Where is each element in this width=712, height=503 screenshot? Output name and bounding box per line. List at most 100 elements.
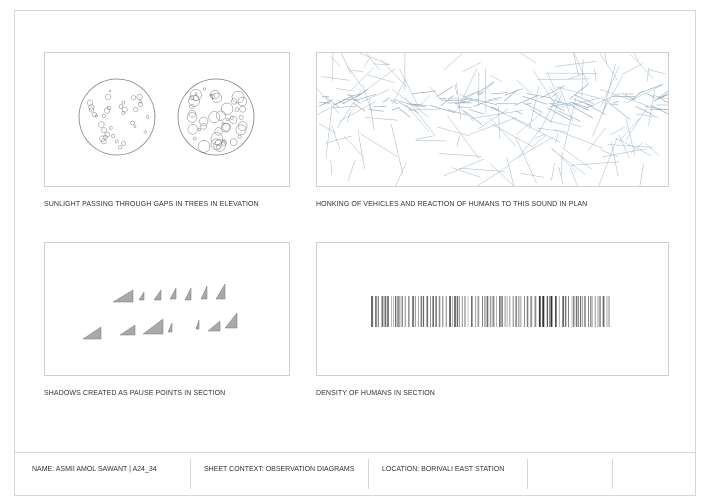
light-gap [197, 127, 202, 132]
sound-line [538, 94, 559, 133]
sound-line [540, 85, 565, 99]
sound-line [552, 92, 558, 97]
sound-line [488, 116, 516, 147]
light-gap [237, 134, 242, 139]
sound-line [477, 108, 509, 130]
sound-line [551, 162, 555, 181]
density-bar [568, 296, 569, 327]
sound-line [415, 135, 434, 140]
shadow-shape [195, 319, 200, 330]
sound-line [644, 106, 663, 110]
density-bar [594, 296, 596, 327]
sound-line [347, 94, 361, 104]
density-bar [381, 296, 384, 327]
sound-line [366, 53, 380, 71]
density-bar [475, 296, 477, 327]
density-bar [550, 296, 553, 327]
sound-line [647, 67, 649, 82]
light-gap [104, 107, 111, 114]
sound-line [493, 97, 503, 99]
sound-line [347, 160, 356, 182]
density-bar [456, 296, 458, 327]
tree-canopy [177, 78, 255, 156]
density-bar [592, 296, 593, 327]
sound-line [652, 95, 668, 100]
sound-line [503, 89, 518, 102]
density-bar [464, 296, 466, 327]
shadow-shape [153, 289, 162, 301]
sound-line [438, 153, 482, 157]
density-bar [484, 296, 486, 327]
light-gap [143, 130, 147, 134]
density-bar [371, 296, 374, 327]
sound-line [531, 109, 553, 123]
sunlight-caption: SUNLIGHT PASSING THROUGH GAPS IN TREES I… [44, 201, 259, 208]
sound-line [332, 93, 359, 106]
sound-line [456, 68, 478, 111]
sound-line [551, 103, 565, 112]
sound-line [463, 90, 480, 98]
sound-line [341, 53, 351, 74]
sound-line [625, 117, 636, 156]
density-bar [558, 296, 560, 327]
sound-lines [317, 53, 668, 186]
sound-line [547, 72, 555, 90]
light-gap [234, 107, 240, 112]
sound-line [555, 86, 609, 101]
density-bar [546, 296, 548, 327]
sound-line [638, 84, 664, 94]
sound-line [547, 102, 562, 105]
light-gap [105, 93, 112, 101]
sound-line [476, 164, 511, 186]
sound-line [549, 86, 564, 105]
light-gap [222, 122, 231, 132]
sound-line [567, 74, 583, 80]
density-bar [408, 296, 410, 327]
light-gap [200, 122, 207, 130]
shadow-shape [184, 287, 192, 301]
sound-line [563, 96, 577, 149]
sound-line [625, 105, 649, 141]
light-gap [215, 110, 226, 121]
density-bar [597, 296, 599, 327]
sound-line [440, 95, 454, 107]
sound-line [447, 97, 476, 101]
sound-line [331, 105, 357, 109]
sound-line [600, 75, 623, 117]
sound-line [602, 148, 646, 158]
density-bar [397, 296, 399, 327]
sound-line [515, 137, 537, 184]
light-gap [118, 145, 123, 150]
light-gap [210, 89, 220, 100]
sound-line [443, 53, 463, 71]
honking-caption: HONKING OF VEHICLES AND REACTION OF HUMA… [316, 201, 588, 208]
sound-line [557, 110, 581, 122]
sound-line [618, 134, 630, 159]
sound-line [330, 160, 332, 176]
density-bar [482, 296, 483, 327]
sound-line [569, 83, 590, 100]
sound-line [508, 136, 554, 163]
sound-line [581, 59, 584, 98]
sound-line [410, 103, 426, 108]
sound-line [318, 123, 337, 134]
density-bar [588, 296, 589, 327]
sound-line [441, 99, 466, 102]
density-bar [504, 296, 506, 327]
sound-line [354, 93, 377, 102]
light-gap [91, 112, 97, 118]
density-bar [602, 296, 605, 327]
density-bar [496, 296, 497, 327]
sound-line [537, 127, 567, 133]
density-bar [377, 296, 379, 327]
light-gap [121, 100, 126, 105]
sound-line [570, 161, 619, 166]
sound-line [575, 104, 589, 111]
sound-line [520, 53, 537, 64]
light-gap [210, 132, 224, 145]
sound-line [322, 96, 329, 98]
sound-line [561, 152, 563, 176]
shadows-diagram-panel [44, 242, 290, 376]
sound-line [647, 93, 656, 99]
sound-line [338, 99, 345, 105]
